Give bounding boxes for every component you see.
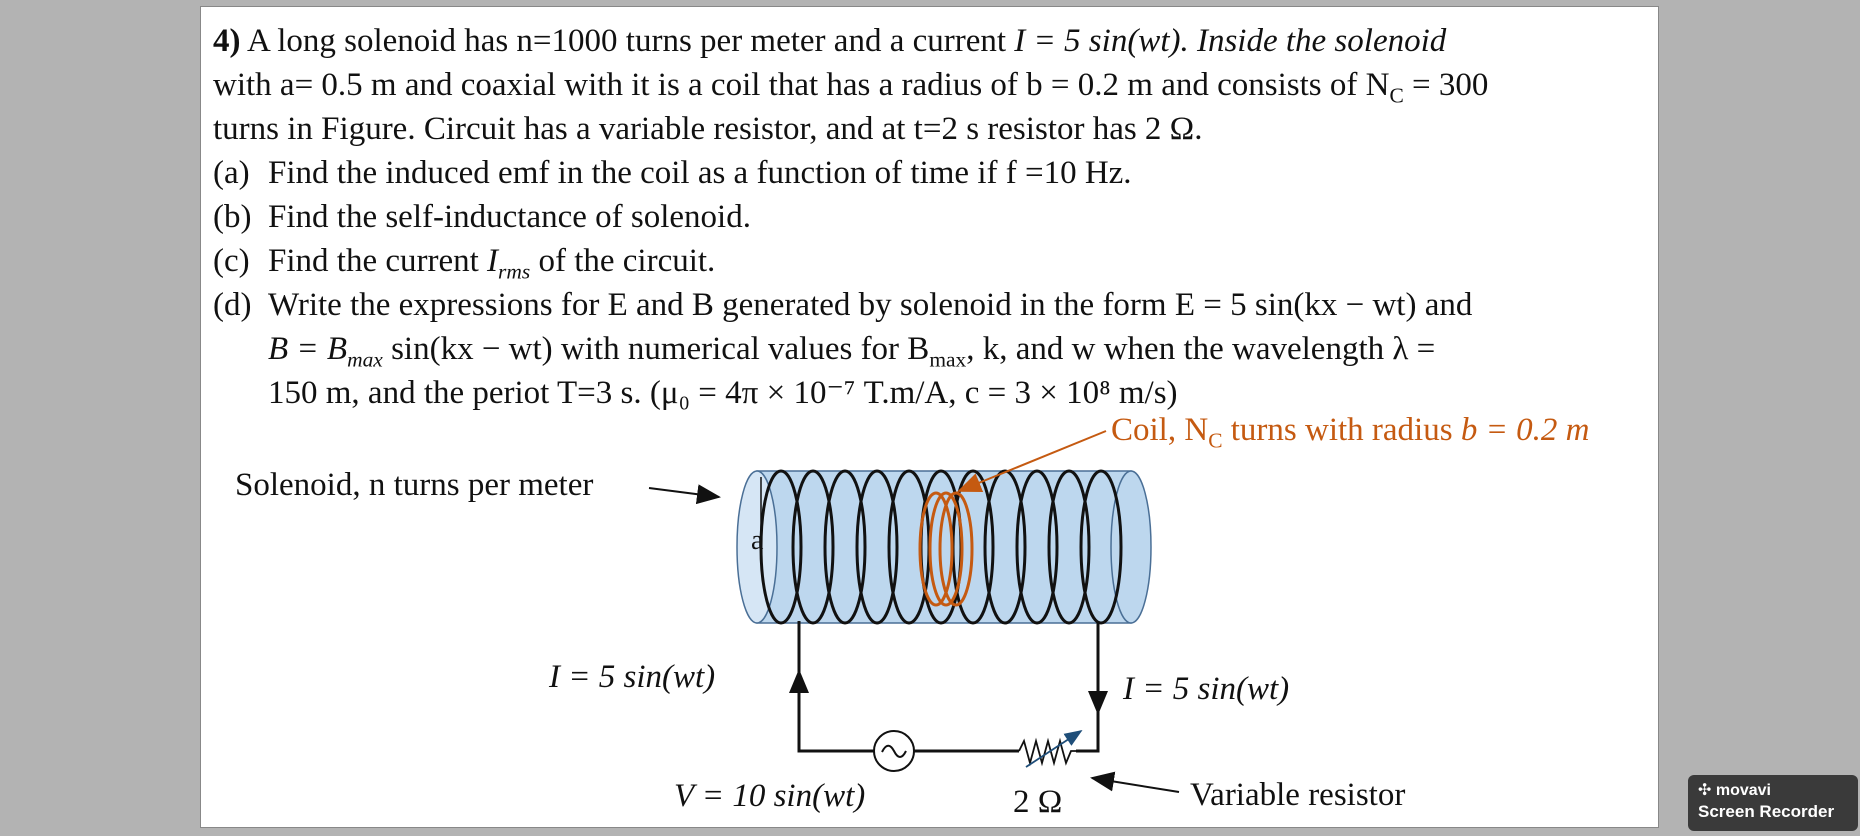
question-d-line-1: Write the expressions for E and B genera…	[268, 287, 1473, 323]
coil-label-sub: C	[1208, 428, 1223, 453]
question-b-label: (b)	[213, 199, 252, 235]
solenoid-label: Solenoid, n turns per meter	[235, 467, 594, 503]
question-d: (d) Write the expressions for E and B gen…	[213, 285, 1472, 325]
slide: 4) A long solenoid has n=1000 turns per …	[200, 6, 1659, 828]
coil-label-text-2: turns with radius	[1222, 412, 1461, 448]
problem-line-3: turns in Figure. Circuit has a variable …	[213, 109, 1202, 149]
problem-number: 4)	[213, 23, 241, 59]
watermark-product: Screen Recorder	[1698, 802, 1835, 821]
coil-label-text: Coil, N	[1111, 412, 1209, 448]
resistor-label: Variable resistor	[1190, 777, 1406, 813]
coil-label: Coil, NC turns with radius b = 0.2 m	[1111, 412, 1589, 454]
b-equation-end: sin(kx − wt) with numerical values for B	[391, 331, 930, 367]
coil-arrow	[957, 430, 1107, 492]
question-d-line-3-text: 150 m, and the periot T=3 s.	[268, 375, 642, 411]
radius-label: a	[751, 525, 764, 556]
constants-equation: (μ₀ = 4π × 10⁻⁷ T.m/A, c = 3 × 10⁸ m/s)	[649, 375, 1178, 411]
question-d-label: (d)	[213, 287, 252, 323]
problem-line-2-text: with a= 0.5 m and coaxial with it is a c…	[213, 67, 1390, 103]
problem-line-1: 4) A long solenoid has n=1000 turns per …	[213, 21, 1446, 61]
bmax-sub: max	[347, 347, 383, 372]
resistor-label-arrow	[1090, 771, 1180, 793]
question-b-text: Find the self-inductance of solenoid.	[268, 199, 751, 235]
question-c: (c) Find the current Irms of the circuit.	[213, 241, 715, 292]
problem-line-2: with a= 0.5 m and coaxial with it is a c…	[213, 65, 1488, 116]
irms-var: I	[487, 243, 499, 279]
solenoid-diagram	[648, 430, 1180, 793]
current-equation: I = 5 sin(wt). Inside the solenoid	[1014, 23, 1447, 59]
question-a-text: Find the induced emf in the coil as a fu…	[268, 155, 1132, 191]
variable-resistor-icon	[1018, 730, 1083, 768]
current-label-right: I = 5 sin(wt)	[1123, 671, 1290, 707]
problem-intro: A long solenoid has n=1000 turns per met…	[246, 23, 1007, 59]
question-b: (b) Find the self-inductance of solenoid.	[213, 197, 751, 237]
question-a: (a) Find the induced emf in the coil as a…	[213, 153, 1132, 193]
bmax-sub-2: max	[929, 347, 967, 372]
problem-line-3-text: turns in Figure. Circuit has a variable …	[213, 111, 1203, 147]
question-c-end: of the circuit.	[538, 243, 716, 279]
question-c-label: (c)	[213, 243, 250, 279]
voltage-label: V = 10 sin(wt)	[674, 778, 866, 814]
question-d-line-2: B = Bmax sin(kx − wt) with numerical val…	[268, 329, 1435, 380]
b-equation: B = B	[268, 331, 348, 367]
ac-source-icon	[873, 730, 915, 772]
problem-line-2-end: = 300	[1412, 67, 1489, 103]
question-d-line-3: 150 m, and the periot T=3 s. (μ₀ = 4π × …	[268, 373, 1178, 413]
solenoid-arrow	[648, 484, 721, 505]
current-label-left: I = 5 sin(wt)	[549, 659, 716, 695]
question-c-text: Find the current	[268, 243, 479, 279]
resistance-label: 2 Ω	[1013, 784, 1063, 820]
nc-subscript: C	[1389, 83, 1404, 108]
watermark-brand: movavi	[1715, 782, 1771, 799]
solenoid-body	[736, 470, 1152, 624]
solenoid-windings	[759, 469, 1123, 625]
movavi-watermark: ✣ movavi Screen Recorder	[1688, 775, 1858, 831]
circuit-wires	[797, 621, 1100, 753]
inner-coil	[918, 491, 974, 607]
question-d-line-2-end: , k, and w when the wavelength λ =	[966, 331, 1436, 367]
coil-radius-eq: b = 0.2 m	[1460, 412, 1590, 448]
question-a-label: (a)	[213, 155, 250, 191]
movavi-logo-icon: ✣	[1698, 782, 1712, 799]
irms-sub: rms	[498, 259, 531, 284]
